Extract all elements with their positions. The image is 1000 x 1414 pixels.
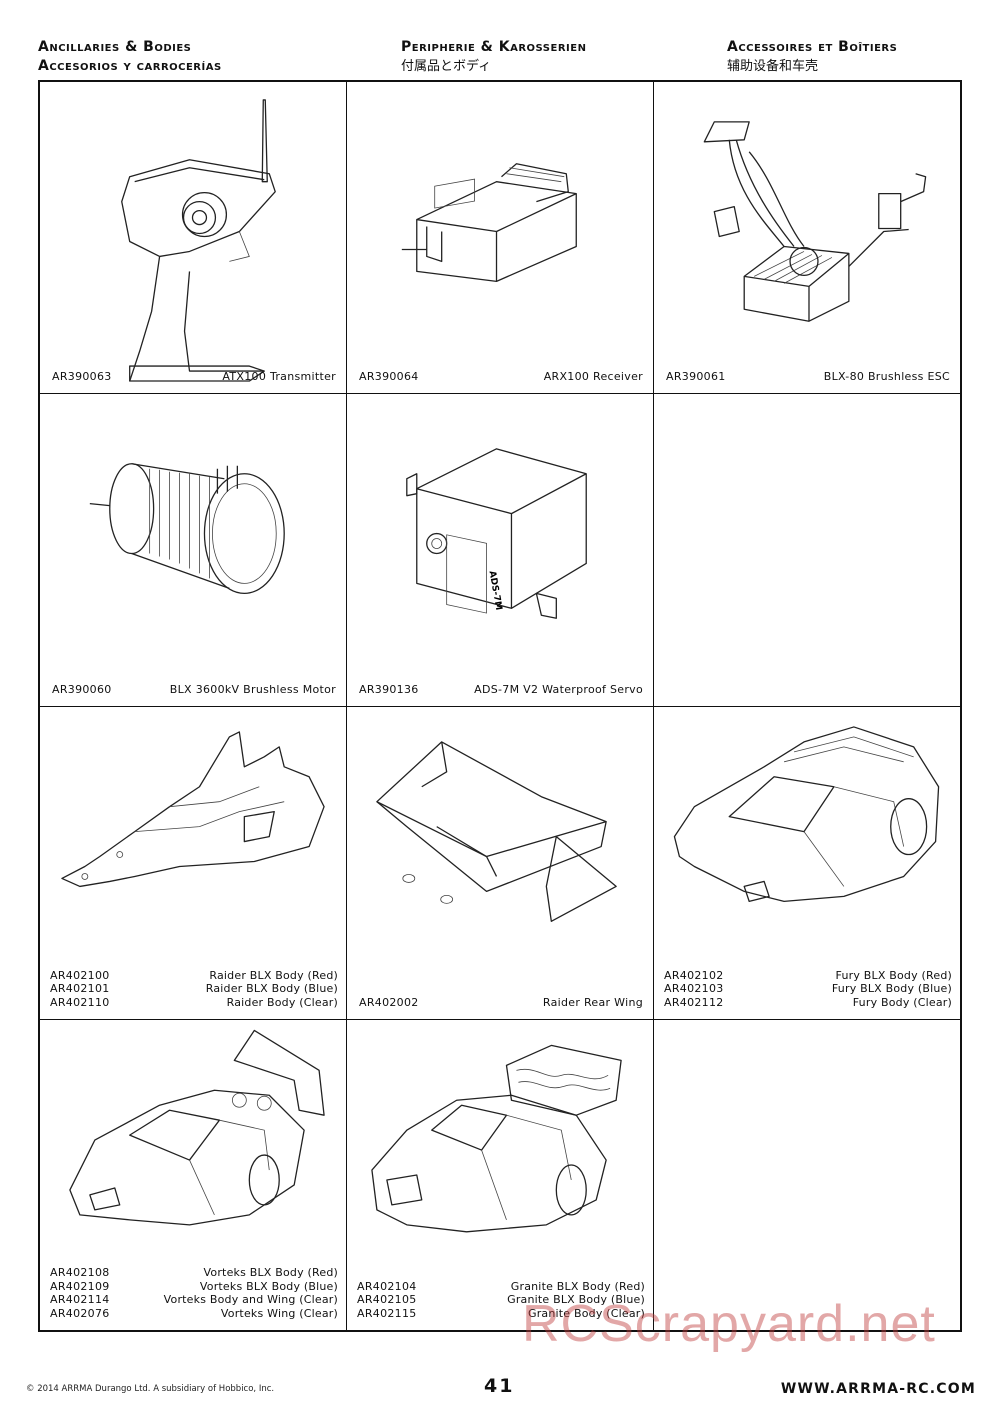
part-numbers: AR402108 AR402109 AR402114 AR402076 — [50, 1266, 110, 1320]
part-row: AR402002 Raider Rear Wing — [359, 996, 643, 1010]
part-number: AR390063 — [52, 369, 112, 383]
part-name: Vorteks BLX Body (Blue) — [199, 1279, 338, 1293]
part-cell-raider-body: AR402100 AR402101 AR402110 Raider BLX Bo… — [40, 707, 347, 1020]
part-number: AR402105 — [357, 1293, 417, 1306]
part-cell-vorteks-body: AR402108 AR402109 AR402114 AR402076 Vort… — [40, 1020, 347, 1330]
part-name: ARX100 Receiver — [543, 369, 643, 383]
part-number: AR402100 — [50, 968, 110, 982]
footer-copyright: © 2014 ARRMA Durango Ltd. A subsidiary o… — [26, 1384, 275, 1394]
part-name: Fury BLX Body (Blue) — [831, 982, 952, 995]
motor-illustration — [89, 463, 285, 595]
page-number: 41 — [484, 1375, 515, 1397]
header-title: Ancillaries & Bodies — [38, 39, 192, 55]
part-names: Fury BLX Body (Red) Fury BLX Body (Blue)… — [832, 969, 952, 1010]
part-number: AR402102 — [664, 968, 724, 982]
part-number: AR402002 — [359, 995, 419, 1009]
part-numbers: AR402100 AR402101 AR402110 — [50, 969, 110, 1010]
raider-body-illustration — [61, 731, 325, 888]
part-number: AR390064 — [359, 369, 419, 383]
part-cell-raider-wing: AR402002 Raider Rear Wing — [347, 707, 654, 1020]
part-row: AR390060 BLX 3600kV Brushless Motor — [52, 683, 336, 697]
part-cell-servo: ADS-7M AR390136 ADS-7M V2 Waterproof Ser… — [347, 394, 654, 707]
part-name: Raider Body (Clear) — [226, 995, 338, 1009]
part-number: AR402076 — [50, 1306, 110, 1320]
part-name: BLX-80 Brushless ESC — [823, 369, 950, 383]
part-name: Fury Body (Clear) — [852, 995, 952, 1009]
part-number: AR390136 — [359, 682, 419, 696]
part-names: Raider BLX Body (Red) Raider BLX Body (B… — [206, 969, 338, 1010]
part-cell-fury-body: AR402102 AR402103 AR402112 Fury BLX Body… — [654, 707, 960, 1020]
header-subtitle: Accesorios y carrocerías — [38, 58, 222, 74]
part-number: AR402110 — [50, 995, 110, 1009]
part-row: AR390063 ATX100 Transmitter — [52, 370, 336, 384]
vorteks-body-illustration — [69, 1029, 325, 1226]
header-subtitle: 付属品とボディ — [401, 59, 492, 74]
part-caption: AR390064 ARX100 Receiver — [359, 370, 643, 384]
part-cell-motor: AR390060 BLX 3600kV Brushless Motor — [40, 394, 347, 707]
transmitter-illustration — [121, 99, 276, 382]
part-row: AR390136 ADS-7M V2 Waterproof Servo — [359, 683, 643, 697]
header-title: Peripherie & Karosserien — [401, 39, 587, 55]
part-numbers: AR402102 AR402103 AR402112 — [664, 969, 724, 1010]
part-cell-granite-body: AR402104 AR402105 AR402115 Granite BLX B… — [347, 1020, 654, 1330]
part-name: BLX 3600kV Brushless Motor — [169, 682, 336, 696]
part-caption: AR390060 BLX 3600kV Brushless Motor — [52, 683, 336, 697]
header-french-chinese: Accessoires et Boîtiers 辅助设备和车壳 — [727, 38, 897, 76]
part-cell-transmitter: AR390063 ATX100 Transmitter — [40, 82, 347, 394]
header-title: Accessoires et Boîtiers — [727, 39, 898, 55]
part-number: AR390060 — [52, 682, 112, 696]
watermark: RCScrapyard.net — [522, 1295, 936, 1353]
part-number: AR390061 — [666, 369, 726, 383]
header-german-japanese: Peripherie & Karosserien 付属品とボディ — [401, 38, 586, 76]
servo-illustration: ADS-7M — [406, 448, 587, 619]
part-row: AR390061 BLX-80 Brushless ESC — [666, 370, 950, 384]
receiver-illustration — [401, 163, 577, 283]
part-names: Granite BLX Body (Red) Granite BLX Body … — [507, 1280, 645, 1321]
header-subtitle: 辅助设备和车壳 — [727, 59, 819, 74]
part-number: AR402108 — [50, 1266, 110, 1279]
part-numbers: AR402104 AR402105 AR402115 — [357, 1280, 417, 1321]
part-number: AR402103 — [664, 982, 724, 995]
part-number: AR402112 — [664, 995, 724, 1009]
fury-body-illustration — [673, 726, 940, 903]
part-name: Vorteks BLX Body (Red) — [203, 1266, 338, 1279]
raider-wing-illustration — [376, 741, 617, 922]
part-number: AR402115 — [357, 1306, 417, 1320]
part-names: Vorteks BLX Body (Red) Vorteks BLX Body … — [164, 1266, 338, 1320]
part-number: AR402104 — [357, 1279, 417, 1293]
part-cell-empty — [654, 394, 960, 707]
part-name: Granite Body (Clear) — [527, 1306, 645, 1320]
part-number: AR402114 — [50, 1293, 110, 1306]
part-name: Granite BLX Body (Red) — [510, 1279, 645, 1293]
part-name: Raider BLX Body (Blue) — [205, 982, 338, 995]
header-english-spanish: Ancillaries & Bodies Accesorios y carroc… — [38, 38, 222, 76]
part-number: AR402101 — [50, 982, 110, 995]
part-name: Raider Rear Wing — [542, 995, 643, 1009]
part-name: ATX100 Transmitter — [222, 369, 336, 383]
part-cell-empty — [654, 1020, 960, 1330]
part-caption: AR390061 BLX-80 Brushless ESC — [666, 370, 950, 384]
part-caption: AR390063 ATX100 Transmitter — [52, 370, 336, 384]
esc-illustration — [703, 121, 927, 322]
part-row: AR390064 ARX100 Receiver — [359, 370, 643, 384]
part-name: Raider BLX Body (Red) — [209, 968, 338, 982]
footer-website[interactable]: WWW.ARRMA-RC.COM — [780, 1381, 976, 1397]
servo-model-label: ADS-7M — [487, 570, 504, 611]
granite-body-illustration — [371, 1044, 622, 1233]
part-cell-receiver: AR390064 ARX100 Receiver — [347, 82, 654, 394]
part-caption: AR390136 ADS-7M V2 Waterproof Servo — [359, 683, 643, 697]
parts-grid: AR390063 ATX100 Transmitter AR390064 ARX… — [38, 80, 962, 1332]
part-name: Granite BLX Body (Blue) — [507, 1293, 645, 1306]
part-cell-esc: AR390061 BLX-80 Brushless ESC — [654, 82, 960, 394]
part-caption: AR402002 Raider Rear Wing — [359, 996, 643, 1010]
part-name: Vorteks Wing (Clear) — [220, 1306, 338, 1320]
part-name: Vorteks Body and Wing (Clear) — [163, 1293, 338, 1306]
part-number: AR402109 — [50, 1279, 110, 1293]
part-name: Fury BLX Body (Red) — [835, 968, 952, 982]
part-name: ADS-7M V2 Waterproof Servo — [474, 682, 643, 696]
